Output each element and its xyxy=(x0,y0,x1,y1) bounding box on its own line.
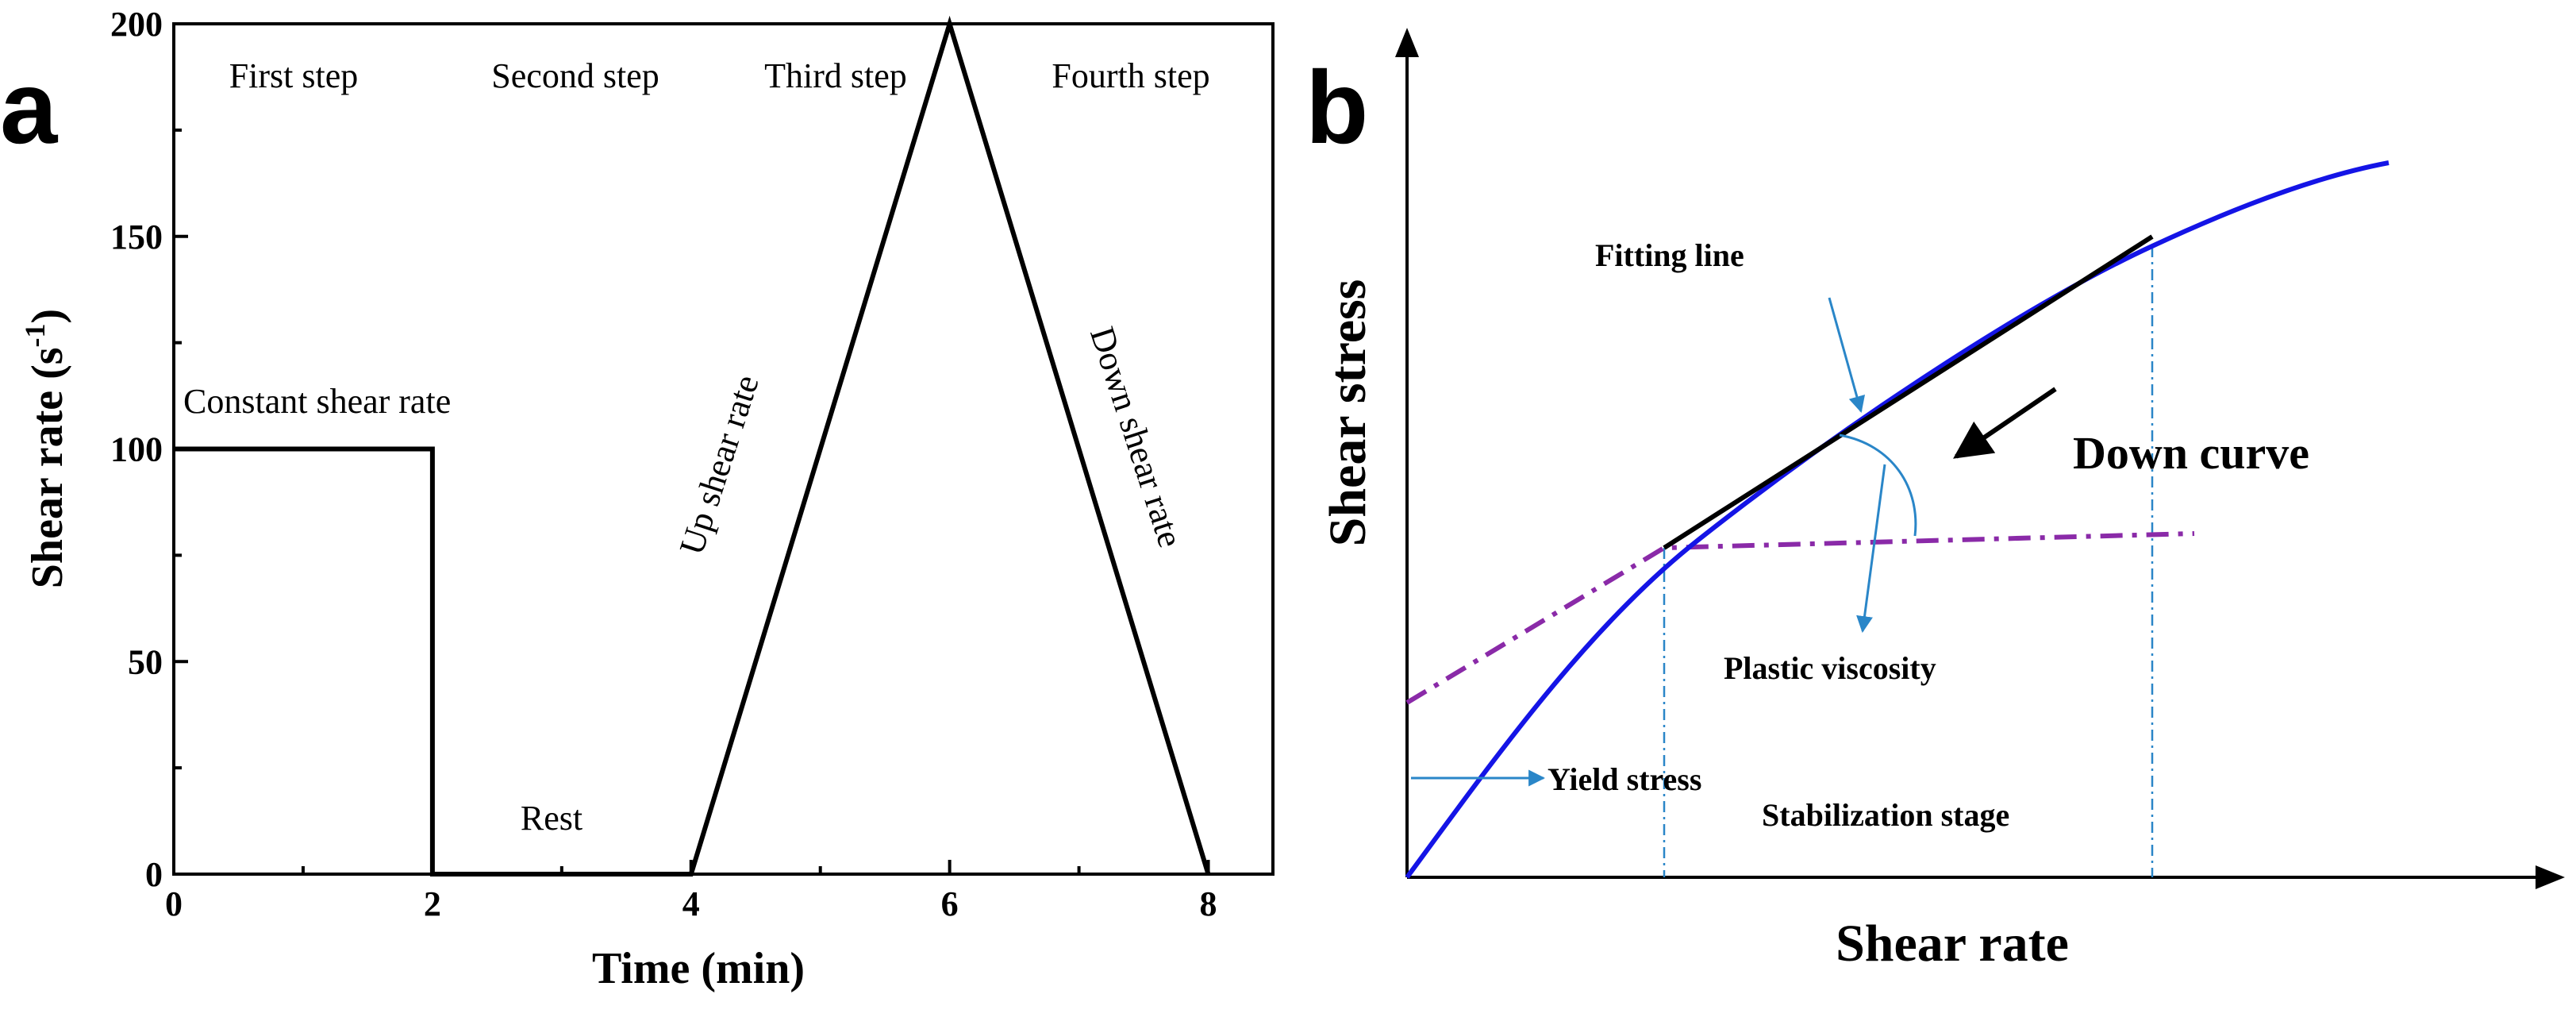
bingham-extrapolation-line xyxy=(1405,531,2195,705)
panel-a-x-axis-label: Time (min) xyxy=(592,944,805,993)
annotation-rest: Rest xyxy=(521,799,582,838)
panel-b-x-axis-label: Shear rate xyxy=(1836,915,2069,973)
y-label-close: ) xyxy=(23,309,72,324)
y-axis-arrowhead-icon xyxy=(1395,28,1419,57)
step-label-third: Third step xyxy=(764,56,907,95)
y-tick-label-100: 100 xyxy=(110,430,163,469)
x-tick-label-4: 4 xyxy=(682,884,700,923)
down-curve xyxy=(1405,160,2390,879)
x-tick-label-0: 0 xyxy=(165,884,183,923)
step-label-first: First step xyxy=(229,56,359,95)
label-stabilization-stage: Stabilization stage xyxy=(1762,797,2009,833)
panel-a-tick-labels: 0 2 4 6 8 0 50 100 150 200 xyxy=(110,5,1217,923)
panel-a-y-axis-label: Shear rate (s-1) xyxy=(19,309,72,588)
label-yield-stress: Yield stress xyxy=(1548,761,1701,797)
x-tick-label-2: 2 xyxy=(424,884,441,923)
panel-a-label: a xyxy=(0,49,59,165)
fitting-line xyxy=(1663,234,2154,550)
shear-rate-protocol-line xyxy=(174,15,1211,877)
y-label-superscript: -1 xyxy=(19,323,51,347)
panel-b: b Fitting line Down curve Plastic viscos… xyxy=(1305,28,2565,973)
y-tick-label-200: 200 xyxy=(110,5,163,44)
annotation-constant-shear-rate: Constant shear rate xyxy=(183,382,451,421)
step-label-fourth: Fourth step xyxy=(1052,56,1209,95)
y-tick-label-50: 50 xyxy=(128,642,163,681)
label-fitting-line: Fitting line xyxy=(1595,237,1744,273)
x-tick-label-8: 8 xyxy=(1200,884,1217,923)
annotation-up-shear-rate: Up shear rate xyxy=(672,370,767,559)
step-label-second: Second step xyxy=(491,56,659,95)
panel-a: a 0 2 4 6 8 0 50 100 150 200 First step Second st… xyxy=(0,5,1275,993)
plastic-viscosity-arrow-icon xyxy=(1856,464,1886,634)
label-down-curve: Down curve xyxy=(2073,427,2309,479)
y-label-main: Shear rate (s xyxy=(23,347,72,588)
x-axis-arrowhead-icon xyxy=(2536,865,2565,889)
y-tick-label-0: 0 xyxy=(145,855,163,894)
x-tick-label-6: 6 xyxy=(941,884,959,923)
label-plastic-viscosity: Plastic viscosity xyxy=(1724,650,1936,686)
fitting-line-arrow-icon xyxy=(1828,297,1866,414)
panel-b-label: b xyxy=(1305,49,1368,165)
panel-b-y-axis-label: Shear stress xyxy=(1319,279,1377,547)
panel-a-ticks xyxy=(172,22,1210,876)
plastic-viscosity-angle-arc xyxy=(1839,433,1917,537)
down-curve-direction-arrow-icon xyxy=(1953,387,2057,459)
y-tick-label-150: 150 xyxy=(110,218,163,256)
